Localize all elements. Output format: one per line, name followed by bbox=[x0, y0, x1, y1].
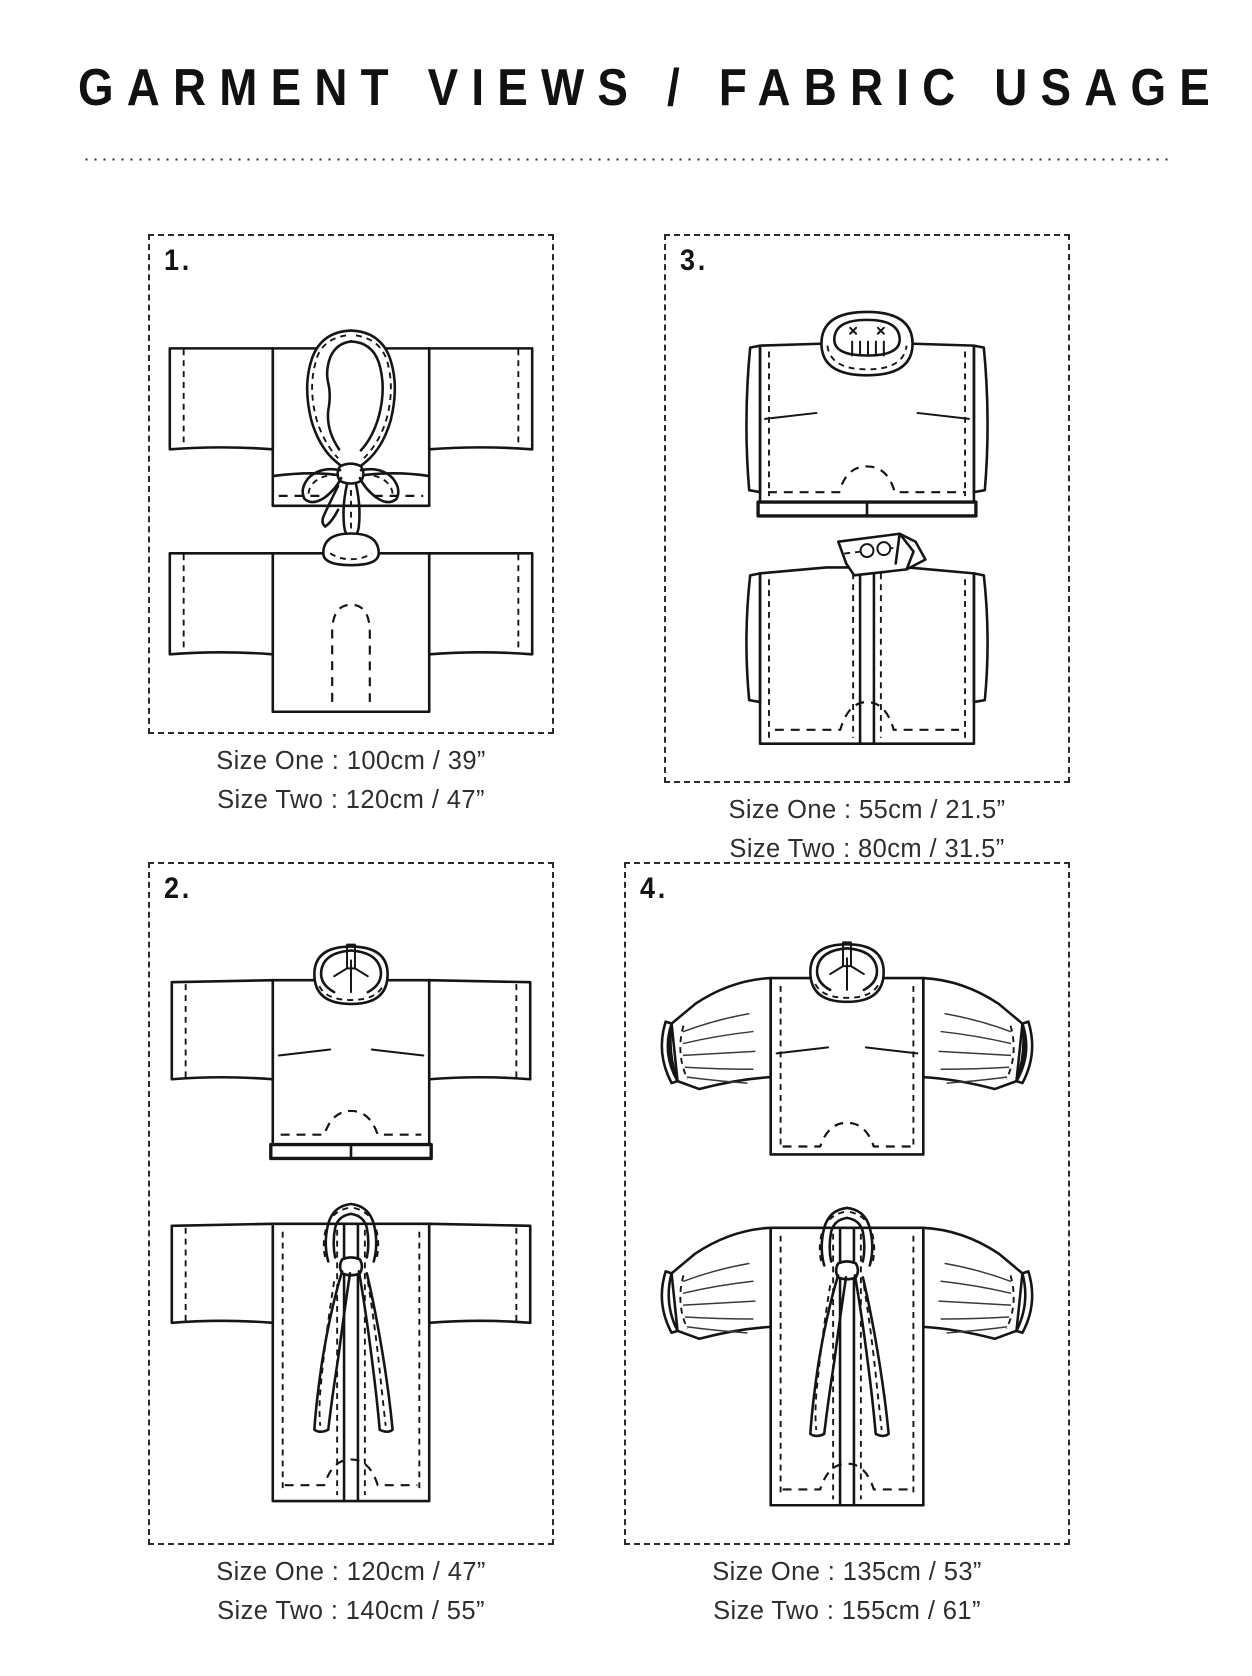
panel-3-size-one: Size One : 55cm / 21.5” bbox=[728, 796, 1006, 824]
panel-1-number: 1. bbox=[164, 244, 192, 277]
garment-long-shirt bbox=[745, 532, 989, 745]
panel-4-caption: Size One : 135cm / 53” Size Two : 155cm … bbox=[624, 1553, 1070, 1631]
panel-3-size-two: Size Two : 80cm / 31.5” bbox=[729, 835, 1005, 863]
garment-gathered-top bbox=[660, 941, 1034, 1156]
panel-1: 1. bbox=[148, 234, 554, 734]
panel-3-number: 3. bbox=[680, 244, 708, 277]
panel-2-size-one: Size One : 120cm / 47” bbox=[216, 1558, 486, 1586]
panel-1-caption: Size One : 100cm / 39” Size Two : 120cm … bbox=[148, 742, 554, 820]
garment-short-sleeve-top bbox=[745, 310, 989, 518]
panel-4: 4. bbox=[624, 862, 1070, 1545]
panel-3-illustration bbox=[745, 310, 989, 745]
garment-top-mandarin bbox=[170, 943, 532, 1161]
panel-4-illustration bbox=[660, 941, 1034, 1507]
panel-2-size-two: Size Two : 140cm / 55” bbox=[217, 1597, 485, 1625]
panel-4-size-two: Size Two : 155cm / 61” bbox=[713, 1597, 981, 1625]
garment-front-wrap bbox=[168, 329, 534, 542]
panel-1-illustration bbox=[168, 329, 534, 714]
panel-1-size-one: Size One : 100cm / 39” bbox=[216, 747, 486, 775]
panel-3: 3. bbox=[664, 234, 1070, 783]
garment-back-view bbox=[168, 532, 534, 714]
panel-4-number: 4. bbox=[640, 872, 668, 905]
garment-gathered-robe bbox=[660, 1206, 1034, 1507]
page-header: GARMENT VIEWS / FABRIC USAGE bbox=[0, 0, 1252, 180]
panel-2-illustration bbox=[170, 943, 532, 1503]
page-title: GARMENT VIEWS / FABRIC USAGE bbox=[78, 59, 1224, 117]
panel-3-caption: Size One : 55cm / 21.5” Size Two : 80cm … bbox=[664, 791, 1070, 869]
panel-4-size-one: Size One : 135cm / 53” bbox=[712, 1558, 982, 1586]
garment-robe-tie bbox=[170, 1202, 532, 1503]
panel-2-caption: Size One : 120cm / 47” Size Two : 140cm … bbox=[148, 1553, 554, 1631]
panel-1-size-two: Size Two : 120cm / 47” bbox=[217, 786, 485, 814]
panel-2: 2. bbox=[148, 862, 554, 1545]
panel-2-number: 2. bbox=[164, 872, 192, 905]
header-divider bbox=[82, 158, 1174, 161]
